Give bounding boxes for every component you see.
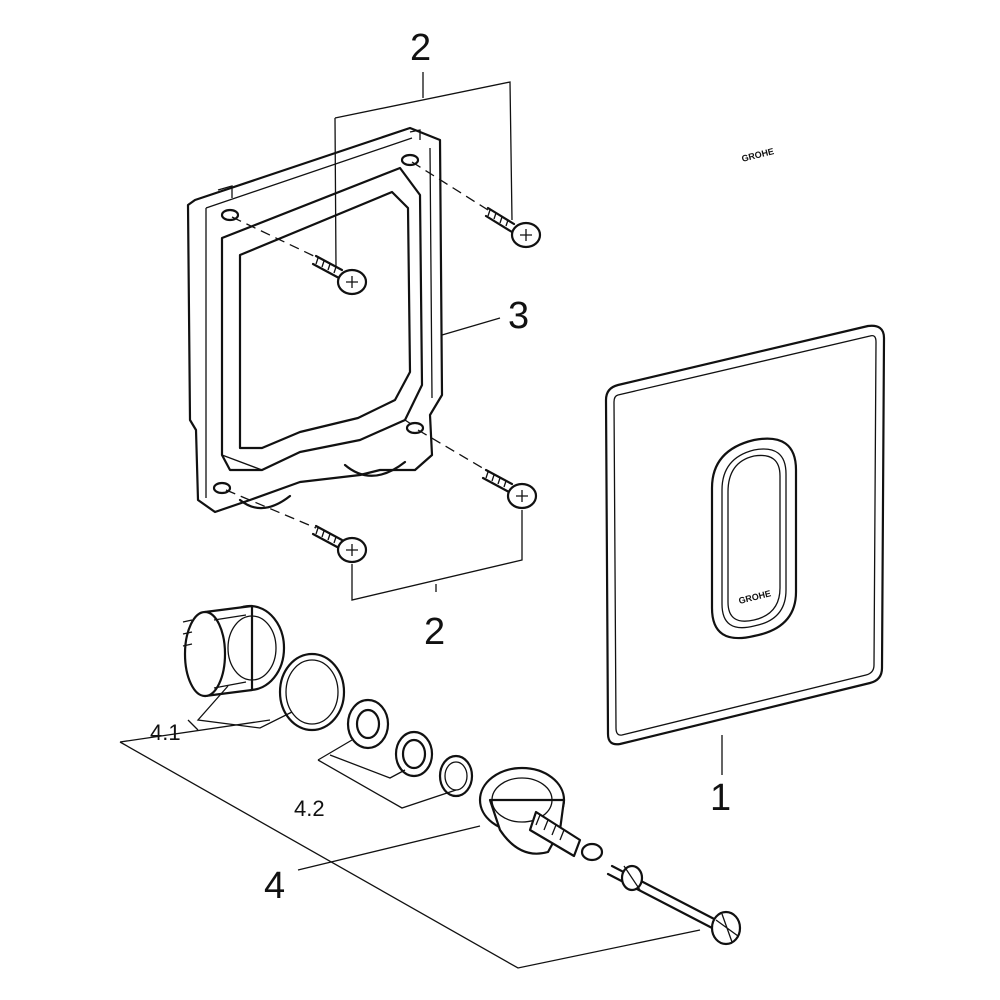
screw-bottom-left	[225, 489, 368, 564]
washer-2	[394, 730, 434, 778]
plate-logo-top: GROHE	[741, 146, 775, 164]
mounting-frame	[186, 126, 444, 514]
o-ring-large	[278, 652, 346, 732]
leader-screws-bottom	[351, 510, 523, 601]
callout-4: 4	[264, 865, 285, 907]
actuator-valve-body	[478, 766, 604, 862]
leader-screws-top	[334, 72, 513, 269]
leader-4	[297, 825, 481, 871]
screw-bottom-right	[417, 429, 538, 510]
screw-top-left	[231, 216, 368, 296]
callout-4-2: 4.2	[294, 796, 325, 821]
callout-4-1: 4.1	[150, 720, 181, 745]
callout-1: 1	[710, 777, 731, 819]
leader-frame	[441, 317, 501, 336]
callout-2-bottom: 2	[424, 611, 445, 653]
leader-41	[187, 685, 293, 731]
leader-4-bracket	[119, 719, 701, 969]
washer-1	[346, 698, 390, 750]
flush-plate: GROHE GROHE	[604, 146, 886, 746]
actuator-housing-ring	[182, 604, 286, 698]
callout-3: 3	[508, 295, 529, 337]
leader-42	[317, 739, 457, 809]
callout-2-top: 2	[410, 27, 431, 69]
actuator-pin	[606, 864, 742, 946]
screw-top-right	[411, 161, 542, 249]
